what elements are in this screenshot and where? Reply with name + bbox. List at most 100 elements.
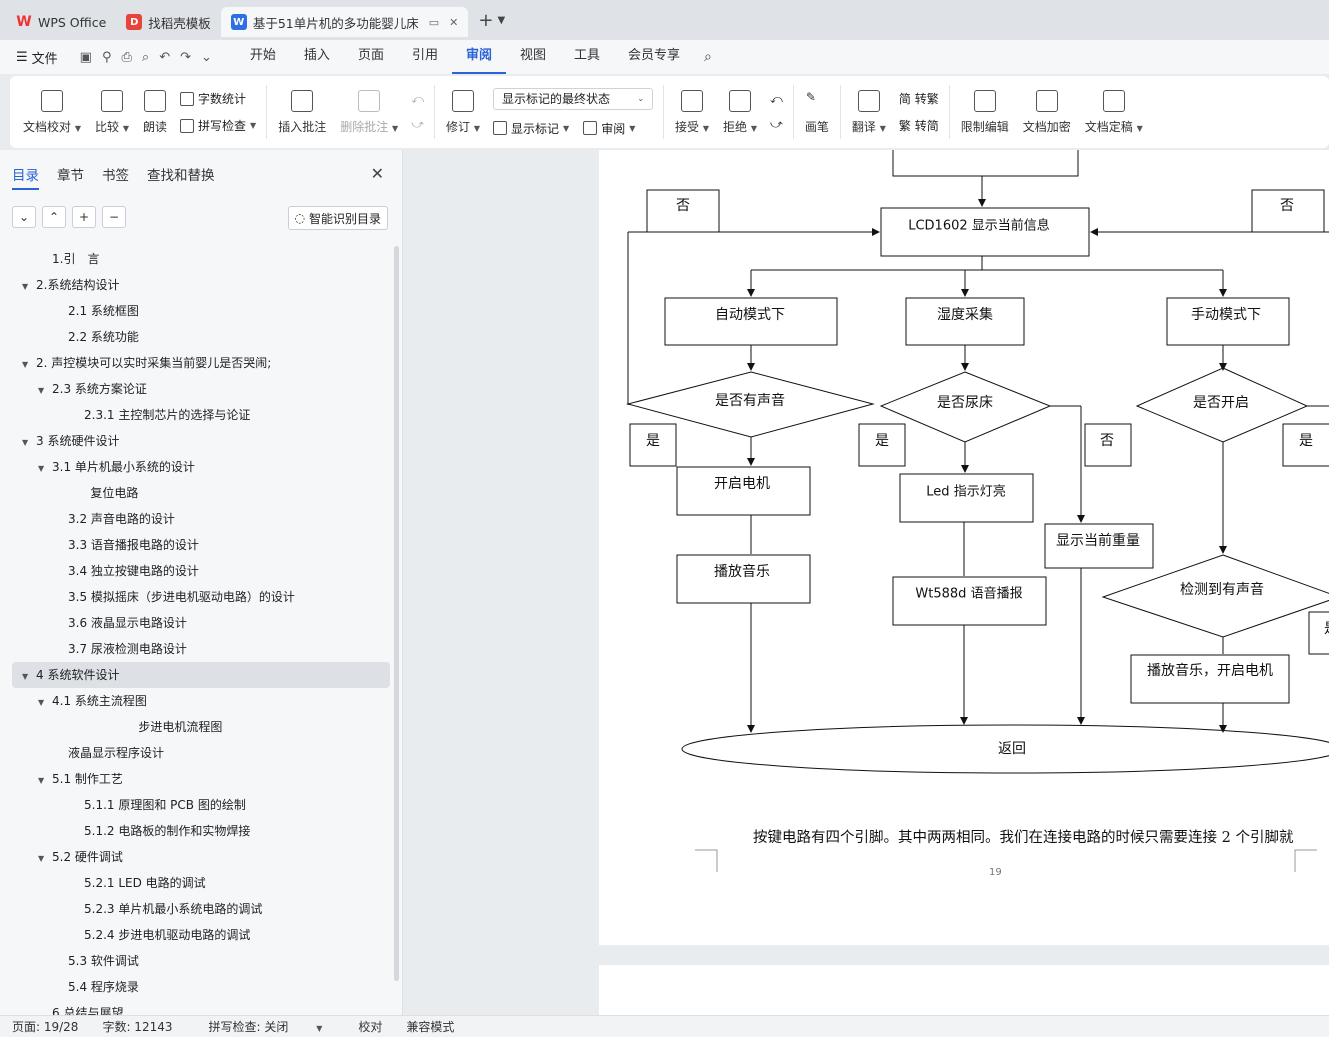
to-simplified-button[interactable]: 繁 转简 (898, 119, 939, 133)
close-icon[interactable]: ✕ (449, 15, 459, 29)
pen-button[interactable]: ✎ 画笔 (798, 82, 836, 142)
triangle-down-icon[interactable]: ▼ (38, 698, 45, 707)
markup-state-select[interactable]: 显示标记的最终状态 ⌄ (493, 87, 654, 110)
toc-scrollbar[interactable] (394, 246, 399, 981)
revise-button[interactable]: 修订 ▼ (439, 82, 487, 142)
tab-chapter[interactable]: 章节 (57, 168, 84, 184)
toc-item[interactable]: 3.7 尿液检测电路设计 (12, 636, 390, 662)
translate-button[interactable]: 翻译 ▼ (845, 82, 893, 142)
toc-item[interactable]: ▼3 系统硬件设计 (12, 428, 390, 454)
delete-comment-button[interactable]: 删除批注 ▼ (333, 82, 405, 142)
restrict-edit-button[interactable]: 限制编辑 (954, 82, 1016, 142)
toc-item[interactable]: ▼4 系统软件设计 (12, 662, 390, 688)
doc-check-button[interactable]: 文档校对 ▼ (16, 82, 88, 142)
toc-item[interactable]: 复位电路 (12, 480, 390, 506)
toc-item[interactable]: 5.2.4 步进电机驱动电路的调试 (12, 922, 390, 948)
review-pane-button[interactable]: 审阅 ▼ (583, 120, 635, 137)
compare-button[interactable]: 比较 ▼ (88, 82, 136, 142)
toc-item[interactable]: ▼2.3 系统方案论证 (12, 376, 390, 402)
encrypt-button[interactable]: 文档加密 (1016, 82, 1078, 142)
menu-review[interactable]: 审阅 (451, 40, 506, 74)
toc-item[interactable]: 5.2.3 单片机最小系统电路的调试 (12, 896, 390, 922)
spell-check-indicator[interactable]: 拼写检查: 关闭 ▼ (208, 1020, 323, 1034)
toc-item[interactable]: ▼5.2 硬件调试 (12, 844, 390, 870)
tab-template[interactable]: D 找稻壳模板 (116, 7, 221, 37)
accept-button[interactable]: 接受 ▼ (668, 82, 716, 142)
reject-button[interactable]: 拒绝 ▼ (716, 82, 764, 142)
triangle-down-icon[interactable]: ▼ (38, 386, 45, 395)
spell-check-button[interactable]: 拼写检查 ▼ (180, 117, 256, 134)
toc-item[interactable]: 液晶显示程序设计 (12, 740, 390, 766)
toc-item[interactable]: ▼3.1 单片机最小系统的设计 (12, 454, 390, 480)
word-count-button[interactable]: 字数统计 (180, 90, 256, 107)
menu-insert[interactable]: 插入 (303, 48, 330, 63)
toc-item[interactable]: 2.2 系统功能 (12, 324, 390, 350)
toc-item[interactable]: 3.4 独立按键电路的设计 (12, 558, 390, 584)
show-markup-button[interactable]: 显示标记 ▼ (493, 120, 569, 137)
triangle-down-icon[interactable]: ▼ (38, 464, 45, 473)
add-tab-icon[interactable]: + (478, 9, 494, 31)
menu-member[interactable]: 会员专享 (628, 48, 681, 63)
proof-indicator[interactable]: 校对 (358, 1020, 383, 1034)
triangle-down-icon[interactable]: ▼ (38, 854, 45, 863)
toc-item[interactable]: 5.1.2 电路板的制作和实物焊接 (12, 818, 390, 844)
toc-item[interactable]: 5.1.1 原理图和 PCB 图的绘制 (12, 792, 390, 818)
prev-comment-icon[interactable]: ⤺ (411, 92, 425, 106)
redo-icon[interactable]: ↷ (180, 49, 191, 65)
toc-item[interactable]: 6 总结与展望 (12, 1000, 390, 1015)
insert-comment-button[interactable]: 插入批注 (271, 82, 333, 142)
menu-view[interactable]: 视图 (519, 48, 546, 63)
menu-page[interactable]: 页面 (357, 48, 384, 63)
toc-item[interactable]: 1.引 言 (12, 246, 390, 272)
expand-icon[interactable]: ⌄ (12, 206, 36, 228)
triangle-down-icon[interactable]: ▼ (22, 360, 29, 369)
toc-item[interactable]: ▼2. 声控模块可以实时采集当前婴儿是否哭闹; (12, 350, 390, 376)
collapse-icon[interactable]: ⌃ (42, 206, 66, 228)
file-menu[interactable]: ☰ 文件 (0, 48, 66, 67)
to-traditional-button[interactable]: 简 转繁 (898, 92, 939, 106)
tab-find-replace[interactable]: 查找和替换 (147, 168, 215, 184)
next-comment-icon[interactable]: ⤻ (411, 117, 425, 131)
triangle-down-icon[interactable]: ▼ (22, 438, 29, 447)
undo-icon[interactable]: ↶ (159, 49, 171, 65)
tab-toc[interactable]: 目录 (12, 164, 39, 190)
tab-wps-office[interactable]: W WPS Office (6, 7, 116, 37)
tab-document[interactable]: W 基于51单片机的多功能婴儿床 ▭ ✕ (220, 7, 469, 37)
toc-item[interactable]: 2.3.1 主控制芯片的选择与论证 (12, 402, 390, 428)
tab-bookmark[interactable]: 书签 (102, 168, 129, 184)
word-count-indicator[interactable]: 字数: 12143 (102, 1020, 173, 1034)
close-icon[interactable]: ✕ (370, 164, 384, 183)
add-icon[interactable]: + (72, 206, 96, 228)
remove-icon[interactable]: − (102, 206, 126, 228)
finalize-button[interactable]: 文档定稿 ▼ (1078, 82, 1150, 142)
read-aloud-button[interactable]: 朗读 (136, 82, 174, 142)
toc-item[interactable]: 5.2.1 LED 电路的调试 (12, 870, 390, 896)
next-revision-icon[interactable]: ⤻ (770, 117, 783, 131)
toc-item[interactable]: 3.6 液晶显示电路设计 (12, 610, 390, 636)
toc-item[interactable]: 3.3 语音播报电路的设计 (12, 532, 390, 558)
triangle-down-icon[interactable]: ▼ (22, 282, 29, 291)
toc-item[interactable]: 2.1 系统框图 (12, 298, 390, 324)
toc-item[interactable]: 5.4 程序烧录 (12, 974, 390, 1000)
toc-item[interactable]: 3.5 模拟摇床（步进电机驱动电路）的设计 (12, 584, 390, 610)
menu-tools[interactable]: 工具 (574, 48, 601, 63)
triangle-down-icon[interactable]: ▼ (38, 776, 45, 785)
menu-reference[interactable]: 引用 (411, 48, 438, 63)
print-icon[interactable]: ⎙ (121, 49, 132, 65)
toc-item[interactable]: 步进电机流程图 (12, 714, 390, 740)
toc-item[interactable]: ▼4.1 系统主流程图 (12, 688, 390, 714)
monitor-icon[interactable]: ▭ (428, 15, 440, 29)
smart-toc-button[interactable]: ◌ 智能识别目录 (287, 206, 388, 230)
menu-start[interactable]: 开始 (249, 48, 276, 63)
search-icon[interactable]: ⌕ (704, 49, 712, 65)
save-icon[interactable]: ▣ (79, 49, 92, 65)
link-icon[interactable]: ⚲ (101, 49, 112, 65)
toc-item[interactable]: ▼2.系统结构设计 (12, 272, 390, 298)
chevron-down-icon[interactable]: ▼ (497, 14, 506, 26)
prev-revision-icon[interactable]: ⤺ (770, 92, 783, 106)
toc-item[interactable]: 3.2 声音电路的设计 (12, 506, 390, 532)
triangle-down-icon[interactable]: ▼ (22, 672, 29, 681)
page-indicator[interactable]: 页面: 19/28 (12, 1020, 79, 1034)
print-preview-icon[interactable]: ⌕ (141, 49, 150, 65)
toc-item[interactable]: 5.3 软件调试 (12, 948, 390, 974)
